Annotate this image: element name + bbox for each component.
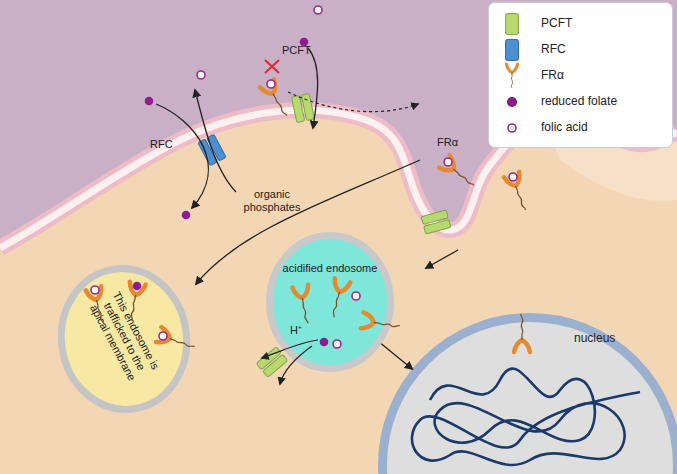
edge-layer (381, 344, 412, 369)
transport-arrow (156, 104, 208, 208)
node-ellipse (52, 260, 195, 417)
pcft-transporter (421, 210, 451, 234)
folic-acid-dot (314, 6, 322, 14)
legend-row: RFC (489, 39, 669, 61)
fra-receptor (325, 278, 350, 319)
fra-symbol (506, 64, 517, 88)
fra-receptor (156, 327, 197, 355)
legend-row: FRα (489, 65, 669, 87)
node-text: nucleus (574, 331, 654, 345)
annotation-label: organic phosphates (236, 188, 308, 214)
fra-receptor (86, 286, 111, 327)
membrane-core (0, 100, 677, 248)
folic-acid-dot (91, 286, 99, 294)
node-text: acidified endosome (270, 262, 390, 275)
legend-text: FRα (541, 68, 564, 82)
proton-arrow (280, 346, 312, 384)
legend-symbol (492, 62, 532, 88)
reduced-folate-dot (182, 211, 191, 220)
node-ellipse (383, 318, 677, 474)
pcft-transporter (291, 93, 314, 122)
transport-arrow (308, 48, 318, 128)
fra-receptor (504, 172, 532, 213)
dashed-arrow (288, 92, 418, 112)
legend-row: reduced folate (489, 91, 669, 113)
folic-acid-dot (267, 80, 275, 88)
nucleus-circle: nucleus (378, 313, 677, 474)
fra-receptor (292, 285, 314, 325)
fra-receptor (123, 282, 145, 322)
folic-acid-dot (352, 292, 360, 300)
endosome-oval: This endosome is trafficked to the apica… (58, 265, 190, 413)
fra-receptor (439, 155, 478, 192)
folic-acid-dot (159, 332, 167, 340)
legend-text: RFC (541, 42, 566, 56)
folic-acid-dot (444, 158, 452, 166)
folic-acid-symbol (508, 124, 516, 132)
legend-swatch (507, 97, 517, 107)
reduced-folate-dot (320, 338, 329, 347)
legend-row: PCFT (489, 13, 669, 35)
fra-receptor (361, 312, 401, 334)
folic-acid-dot (333, 340, 341, 348)
legend-row: folic acid (489, 117, 669, 139)
reduced-folate-dot (145, 97, 154, 106)
legend-text: folic acid (541, 120, 588, 134)
annotation-label: FRα (437, 136, 467, 149)
fra-receptor (514, 314, 530, 352)
chromatin (412, 369, 640, 465)
node-outline (378, 313, 677, 474)
legend-swatch (505, 39, 519, 61)
annotation-label: PCFT (282, 44, 322, 57)
legend-text: reduced folate (541, 94, 617, 108)
endocytosis-arrow (426, 250, 458, 268)
pcft-transporter (256, 347, 287, 378)
legend-swatch (505, 13, 519, 35)
legend-box: PCFT RFC FRα reduced folate folic acid (488, 2, 673, 148)
folic-acid-dot (197, 71, 205, 79)
annotation-label: H⁺ (290, 324, 310, 337)
node-outline (266, 232, 394, 372)
legend-text: PCFT (541, 16, 572, 30)
block-cross (265, 60, 279, 73)
folic-acid-dot (509, 173, 517, 181)
proton-arrow (262, 340, 318, 358)
fra-receptor (260, 79, 293, 120)
connector-arrow (381, 344, 412, 369)
legend-symbol (492, 114, 532, 140)
reduced-folate-dot (133, 282, 142, 291)
endocytosis-arrow (196, 160, 420, 284)
annotation-label: RFC (150, 138, 180, 151)
plasma-membrane (0, 100, 677, 248)
acidified-endosome-oval: acidified endosome (266, 232, 394, 372)
transport-arrow (195, 90, 236, 192)
node-ellipse (270, 236, 391, 369)
